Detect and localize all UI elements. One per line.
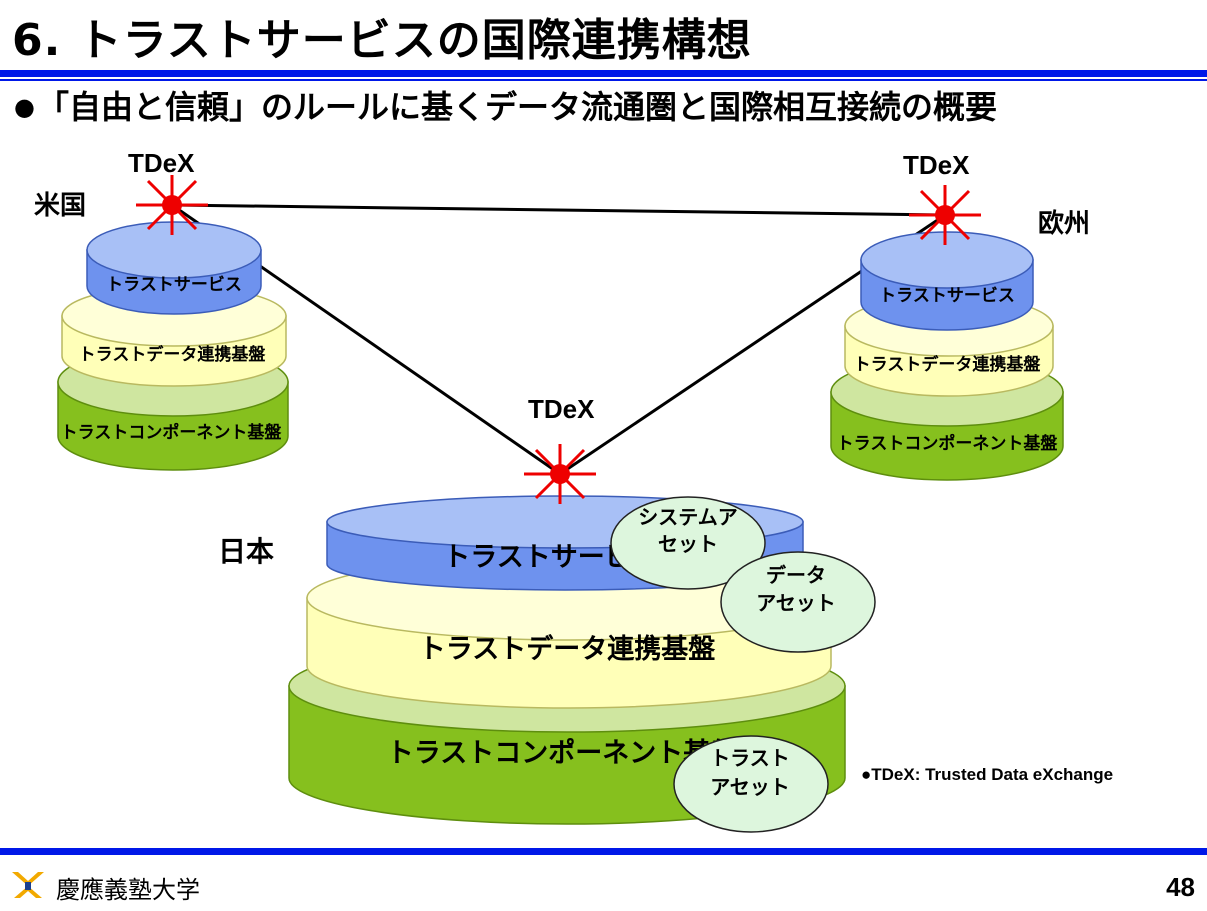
subtitle-bullet: ● (14, 93, 35, 121)
us-data-label: トラストデータ連携基盤 (79, 344, 267, 365)
data-asset-label-2: アセット (756, 591, 836, 615)
japan-region-label: 日本 (218, 535, 275, 568)
eu-stack: トラストコンポーネント基盤 トラストデータ連携基盤 トラストサービス (830, 231, 1064, 481)
keio-pen-logo-icon (12, 872, 44, 898)
page-number: 48 (1166, 872, 1195, 902)
data-asset-label-1: データ (766, 563, 826, 587)
us-tdex-label: TDeX (128, 148, 195, 178)
trust-asset-label-1: トラスト (710, 746, 790, 770)
subtitle-text: 「自由と信頼」のルールに基くデータ流通圏と国際相互接続の概要 (36, 88, 997, 126)
japan-tdex-label: TDeX (528, 394, 595, 424)
eu-service-layer: トラストサービス (860, 231, 1034, 331)
us-stack: トラストコンポーネント基盤 トラストデータ連携基盤 トラストサービス (57, 221, 289, 471)
eu-service-label: トラストサービス (879, 286, 1015, 306)
us-eu-link (171, 203, 946, 217)
eu-component-label: トラストコンポーネント基盤 (837, 433, 1059, 454)
university-name: 慶應義塾大学 (56, 876, 200, 904)
title-divider (0, 70, 1207, 77)
footer-divider (0, 848, 1207, 855)
system-asset-label-2: セット (658, 532, 718, 556)
us-service-label: トラストサービス (106, 275, 242, 295)
system-asset-label-1: システムア (638, 505, 737, 529)
data-asset-bubble: データ アセット (720, 551, 876, 653)
japan-tdex-icon (522, 442, 598, 506)
title-divider-thin (0, 79, 1207, 81)
slide-title: 6. トラストサービスの国際連携構想 (12, 15, 752, 66)
japan-data-layer: トラストデータ連携基盤 (306, 555, 832, 709)
eu-tdex-label: TDeX (903, 150, 970, 180)
slide-subtitle: ●「自由と信頼」のルールに基くデータ流通圏と国際相互接続の概要 (14, 82, 997, 128)
tdex-definition-note: ●TDeX: Trusted Data eXchange (861, 765, 1114, 784)
trust-asset-label-2: アセット (710, 775, 790, 799)
us-component-label: トラストコンポーネント基盤 (61, 422, 283, 443)
japan-data-label: トラストデータ連携基盤 (419, 633, 716, 665)
eu-data-label: トラストデータ連携基盤 (854, 354, 1042, 375)
japan-component-label: トラストコンポーネント基盤 (387, 738, 738, 769)
us-service-layer: トラストサービス (86, 221, 262, 315)
system-asset-bubble: システムア セット (610, 496, 766, 590)
trust-asset-bubble: トラスト アセット (673, 735, 829, 833)
eu-region-label: 欧州 (1038, 209, 1091, 239)
us-region-label: 米国 (34, 191, 87, 221)
